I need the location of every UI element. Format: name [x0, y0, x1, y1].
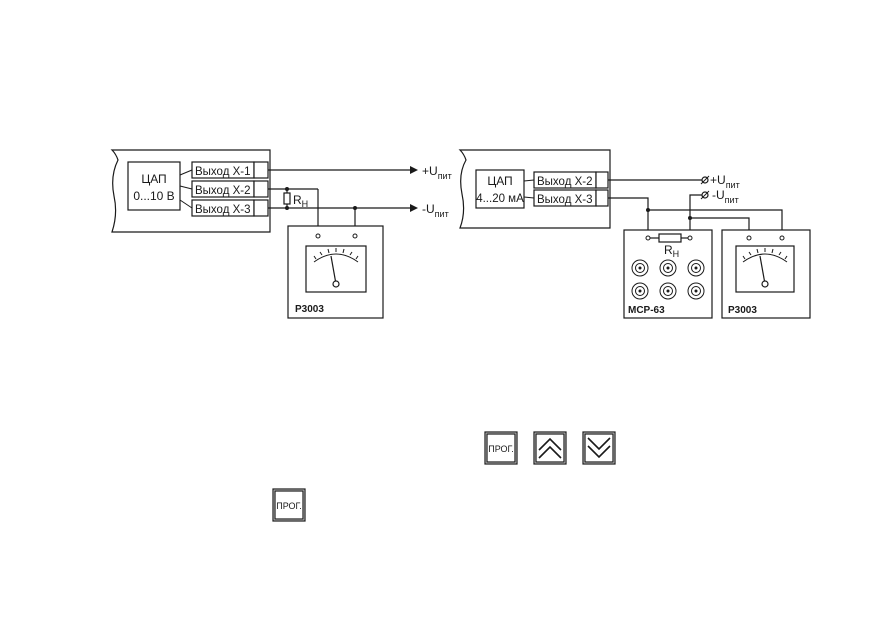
left-plus-label: +Uпит	[422, 164, 452, 181]
msr63-knobs	[631, 259, 705, 300]
left-meter-label: Р3003	[295, 304, 324, 315]
left-dac-range: 0...10 В	[133, 189, 174, 203]
prog-button-top[interactable]: ПРОГ.	[484, 431, 518, 465]
left-circuit: ЦАП 0...10 В Выход Х-1 Выход Х-2 Выход Х…	[110, 149, 452, 319]
left-meter-scale	[313, 253, 359, 263]
msr63-label: МСР-63	[628, 305, 665, 316]
right-meter-scale	[742, 253, 788, 263]
up-button[interactable]	[533, 431, 567, 465]
prog-button-bottom-label: ПРОГ.	[276, 501, 302, 511]
prog-button-top-label: ПРОГ.	[488, 444, 514, 454]
prog-button-bottom[interactable]: ПРОГ.	[272, 488, 306, 522]
right-dac-block	[475, 169, 525, 209]
right-circuit: ЦАП 4...20 мА Выход Х-2 Выход Х-3 +Uпит …	[458, 149, 811, 319]
double-chevron-down-icon	[587, 437, 611, 459]
msr63-device	[623, 229, 713, 319]
right-load-resistor	[658, 233, 682, 243]
right-dac-title: ЦАП	[487, 174, 512, 188]
right-output-x3-label: Выход Х-3	[537, 194, 593, 206]
left-minus-label: -Uпит	[422, 202, 449, 219]
right-meter-label: Р3003	[728, 305, 757, 316]
left-resistor-label: RН	[293, 193, 308, 209]
down-button[interactable]	[582, 431, 616, 465]
left-dac-title: ЦАП	[141, 172, 166, 186]
left-minus-arrow	[410, 204, 418, 212]
right-output-x2-label: Выход Х-2	[537, 176, 593, 188]
left-output-x3-label: Выход Х-3	[195, 204, 251, 216]
right-minus-label: -Uпит	[712, 188, 739, 205]
left-output-x2-label: Выход Х-2	[195, 185, 251, 197]
double-chevron-up-icon	[538, 437, 562, 459]
right-meter-needle	[759, 255, 766, 285]
right-dac-range: 4...20 мА	[476, 193, 524, 205]
left-plus-arrow	[410, 166, 418, 174]
left-load-resistor	[283, 192, 291, 205]
left-device-body	[110, 149, 271, 233]
right-resistor-label: RН	[664, 243, 679, 259]
left-meter-needle	[330, 255, 337, 285]
right-device-body	[458, 149, 611, 229]
left-output-x1-label: Выход Х-1	[195, 166, 251, 178]
right-plus-label: +Uпит	[710, 173, 740, 190]
